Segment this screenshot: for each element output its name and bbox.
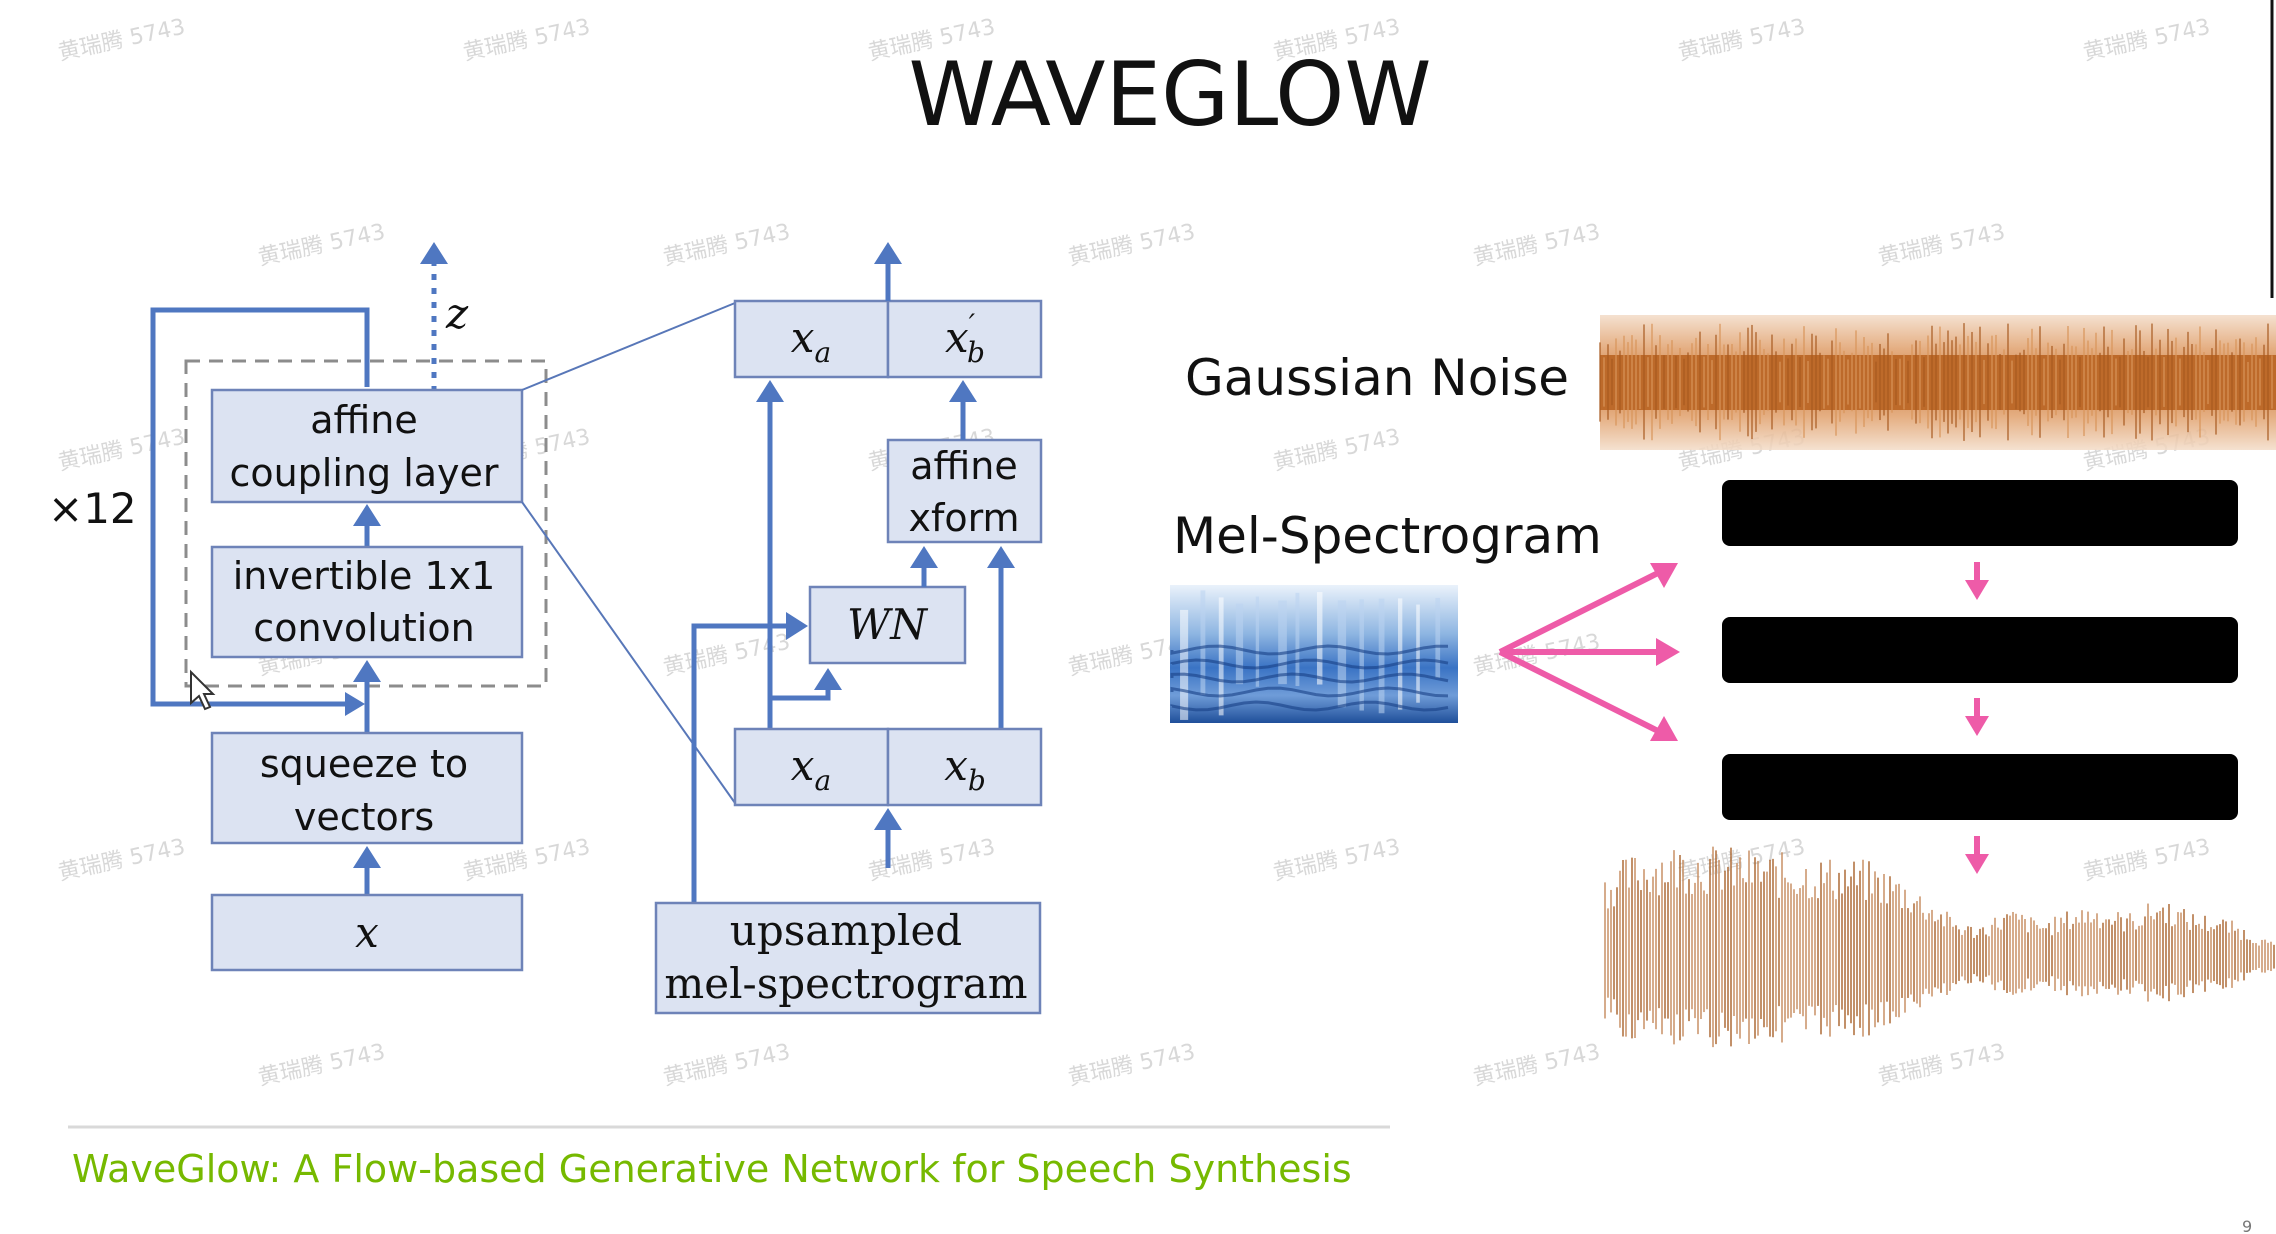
watermark-text: 黄瑞腾 5743 [1471, 220, 1602, 271]
affine-coupling-layer-box [210, 388, 524, 504]
squeeze-to-vectors-box [210, 731, 524, 845]
xa-passthrough-arrowhead [756, 380, 784, 402]
watermark-text: 黄瑞腾 5743 [2081, 835, 2212, 886]
affine-xform-label-line1: affine [910, 444, 1018, 488]
zoom-line-bottom [521, 501, 736, 804]
watermark-text: 黄瑞腾 5743 [1271, 835, 1402, 886]
watermark-text: 黄瑞腾 5743 [56, 15, 187, 66]
watermark-text: 黄瑞腾 5743 [56, 835, 187, 886]
watermark-text: 黄瑞腾 5743 [256, 1040, 387, 1091]
input-x-label: x [355, 908, 379, 957]
watermark-text: 黄瑞腾 5743 [2081, 15, 2212, 66]
waveglow-flow-diagram: z ×12 affine coupling layer invertible 1… [48, 242, 736, 972]
squeeze-label-line1: squeeze to [260, 742, 468, 786]
watermark-text: 黄瑞腾 5743 [461, 15, 592, 66]
slide-title: WAVEGLOW [909, 43, 1432, 146]
watermark-text: 黄瑞腾 5743 [56, 425, 187, 476]
repeat-count-label: ×12 [48, 484, 137, 533]
conv-to-affine-arrowhead [353, 504, 381, 526]
invertible-conv-label-line2: convolution [253, 606, 474, 650]
wn-box [808, 585, 967, 665]
mel-to-wn-arrowhead [786, 612, 808, 640]
watermark-text: 黄瑞腾 5743 [1876, 220, 2007, 271]
squeeze-to-conv-arrowhead [353, 660, 381, 682]
upsampled-mel-label-line1: upsampled [730, 906, 962, 955]
mel-to-wn-line [691, 623, 790, 903]
repeat-loop-arrowhead [345, 692, 365, 716]
coupling-output-arrowhead [874, 242, 902, 264]
upsampled-mel-box [654, 901, 1042, 1015]
conditioning-arrows [1498, 563, 1680, 741]
flow-step-bar-1 [1722, 480, 2238, 546]
paper-caption: WaveGlow: A Flow-based Generative Networ… [72, 1147, 1352, 1191]
invertible-conv-box [210, 545, 524, 659]
watermark-text: 黄瑞腾 5743 [1676, 15, 1807, 66]
watermark-text: 黄瑞腾 5743 [1066, 1040, 1197, 1091]
watermark-text: 黄瑞腾 5743 [661, 220, 792, 271]
xa-to-wn-arrowhead [814, 668, 842, 690]
watermark-text: 黄瑞腾 5743 [256, 220, 387, 271]
input-x-box [210, 893, 524, 972]
affine-coupling-detail: xa x′b affine xform WN [654, 242, 1043, 1015]
page-number: 9 [2242, 1217, 2252, 1234]
x-to-squeeze-arrowhead [353, 846, 381, 868]
watermark-text: 黄瑞腾 5743 [1471, 1040, 1602, 1091]
coupling-input-arrowhead [874, 808, 902, 830]
inference-illustration: Gaussian Noise Mel-Spectrogram [1170, 315, 2276, 1048]
input-xb-box [886, 727, 1043, 807]
affine-xform-box [886, 438, 1043, 544]
xform-to-xb-prime-arrowhead [949, 380, 977, 402]
output-xb-prime-box [886, 299, 1043, 379]
mel-spectrogram-label: Mel-Spectrogram [1173, 507, 1602, 565]
repeat-loop-line [150, 307, 370, 707]
output-xa-box [733, 299, 890, 379]
step-arrows [1965, 562, 1989, 874]
watermark-text: 黄瑞腾 5743 [1876, 1040, 2007, 1091]
input-xb-label: xb [944, 741, 986, 797]
watermark-text: 黄瑞腾 5743 [1066, 220, 1197, 271]
watermark-text: 黄瑞腾 5743 [661, 1040, 792, 1091]
mel-spectrogram-image [1170, 585, 1458, 723]
output-audio-waveform [1604, 846, 2275, 1048]
output-xa-label: xa [791, 313, 831, 369]
affine-xform-label-line2: xform [908, 496, 1019, 540]
mouse-pointer-icon [190, 669, 216, 711]
flow-step-bar-2 [1722, 617, 2238, 683]
watermark-text: 黄瑞腾 5743 [1271, 425, 1402, 476]
flow-step-bar-3 [1722, 754, 2238, 820]
input-xa-label: xa [791, 741, 831, 797]
wn-to-xform-arrowhead [910, 546, 938, 568]
z-label: z [445, 289, 469, 338]
gaussian-noise-waveform [1599, 315, 2276, 450]
input-xa-box [733, 727, 890, 807]
affine-coupling-label-line1: affine [310, 398, 418, 442]
affine-coupling-label-line2: coupling layer [229, 451, 498, 495]
xb-to-xform-arrowhead [987, 546, 1015, 568]
gaussian-noise-label: Gaussian Noise [1185, 349, 1569, 407]
wn-label: WN [847, 600, 928, 649]
invertible-conv-label-line1: invertible 1x1 [233, 554, 496, 598]
upsampled-mel-label-line2: mel-spectrogram [664, 959, 1027, 1008]
squeeze-label-line2: vectors [294, 795, 434, 839]
zoom-line-top [521, 302, 736, 391]
watermark-text: 黄瑞腾 5743 [661, 630, 792, 681]
watermark-text: 黄瑞腾 5743 [1676, 835, 1807, 886]
z-output-arrowhead [420, 242, 448, 264]
output-xb-prime-label: x′b [945, 308, 985, 369]
